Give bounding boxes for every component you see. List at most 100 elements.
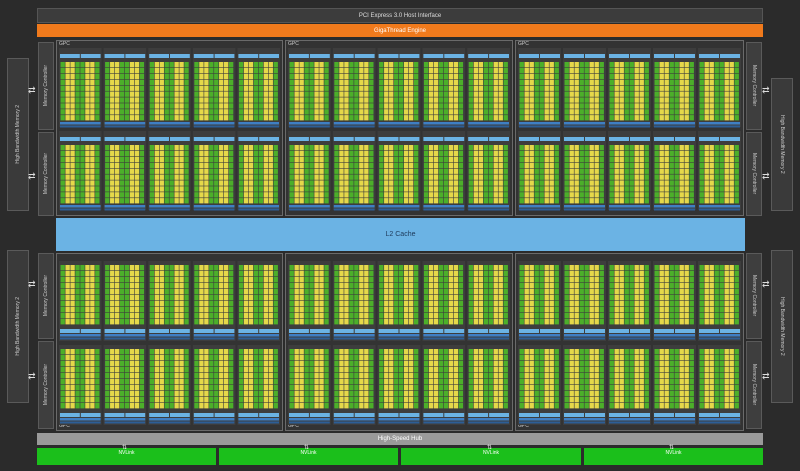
cuda-core bbox=[273, 62, 278, 68]
cuda-core bbox=[384, 403, 389, 409]
cuda-core bbox=[379, 373, 384, 379]
cuda-core bbox=[364, 319, 369, 325]
cuda-core bbox=[584, 391, 589, 397]
cuda-core bbox=[644, 145, 649, 151]
cuda-core bbox=[263, 301, 268, 307]
cuda-core bbox=[95, 271, 100, 277]
cuda-core bbox=[309, 349, 314, 355]
cuda-core bbox=[184, 79, 189, 85]
cuda-core bbox=[129, 97, 135, 103]
gpc-label-2: GPC bbox=[288, 41, 299, 47]
cuda-core bbox=[384, 283, 389, 289]
cuda-core bbox=[684, 79, 689, 85]
cuda-core bbox=[258, 156, 264, 163]
cuda-core bbox=[483, 283, 488, 289]
cuda-core bbox=[478, 301, 484, 307]
cuda-core bbox=[453, 397, 459, 403]
cuda-core bbox=[674, 97, 679, 103]
cuda-core bbox=[433, 397, 439, 403]
cuda-core bbox=[468, 97, 474, 103]
cuda-core bbox=[724, 79, 729, 85]
cuda-core bbox=[224, 355, 229, 361]
cuda-core bbox=[228, 73, 234, 80]
cuda-core bbox=[448, 192, 454, 198]
cuda-core bbox=[549, 271, 554, 277]
cuda-core bbox=[619, 67, 624, 74]
cuda-core bbox=[319, 289, 324, 295]
cuda-core bbox=[243, 174, 249, 180]
cuda-core bbox=[149, 109, 155, 115]
cuda-core bbox=[179, 115, 184, 121]
cuda-core bbox=[413, 379, 419, 385]
cuda-core bbox=[95, 85, 100, 91]
cuda-core bbox=[534, 145, 539, 151]
cuda-core bbox=[354, 168, 359, 174]
cuda-core bbox=[644, 198, 649, 204]
cuda-core bbox=[349, 103, 354, 109]
cuda-core bbox=[433, 367, 439, 373]
cuda-core bbox=[60, 283, 65, 289]
cuda-core bbox=[273, 349, 278, 355]
cuda-core bbox=[389, 295, 394, 301]
cuda-core bbox=[273, 397, 278, 403]
cuda-core bbox=[594, 186, 599, 192]
cuda-core bbox=[224, 145, 229, 151]
cuda-core bbox=[164, 192, 169, 198]
cuda-core bbox=[60, 115, 65, 121]
cuda-core bbox=[354, 156, 359, 163]
cuda-core bbox=[364, 361, 369, 367]
cuda-core bbox=[268, 150, 273, 157]
cuda-core bbox=[478, 186, 484, 192]
cuda-core bbox=[458, 271, 464, 277]
cuda-core bbox=[95, 67, 100, 74]
cuda-core bbox=[263, 174, 268, 180]
cuda-core bbox=[263, 289, 268, 295]
cuda-core bbox=[443, 283, 449, 289]
cuda-core bbox=[304, 85, 309, 91]
cuda-core bbox=[654, 162, 659, 168]
cuda-core bbox=[719, 265, 724, 271]
cuda-core bbox=[689, 277, 694, 283]
cuda-core bbox=[589, 174, 594, 180]
cuda-core bbox=[110, 283, 115, 289]
cuda-core bbox=[80, 186, 85, 192]
sm-memory-strip bbox=[333, 421, 375, 424]
cuda-core bbox=[544, 295, 549, 301]
sm-memory-strip bbox=[609, 205, 650, 208]
cuda-core bbox=[644, 313, 649, 319]
cuda-core bbox=[599, 103, 604, 109]
cuda-core bbox=[204, 115, 209, 121]
cuda-core bbox=[294, 156, 299, 163]
cuda-core bbox=[199, 367, 204, 373]
cuda-core bbox=[214, 319, 219, 325]
cuda-core bbox=[589, 198, 594, 204]
cuda-core bbox=[574, 319, 579, 325]
cuda-core bbox=[70, 385, 75, 391]
cuda-core bbox=[263, 283, 268, 289]
cuda-core bbox=[294, 367, 299, 373]
cuda-core bbox=[659, 150, 664, 157]
cuda-core bbox=[65, 150, 70, 157]
cuda-core bbox=[574, 174, 579, 180]
cuda-core bbox=[403, 192, 409, 198]
cuda-core bbox=[549, 391, 554, 397]
cuda-core bbox=[453, 373, 459, 379]
cuda-core bbox=[304, 367, 309, 373]
cuda-core bbox=[659, 319, 664, 325]
cuda-core bbox=[614, 349, 619, 355]
cuda-core bbox=[304, 97, 309, 103]
cuda-core bbox=[579, 385, 584, 391]
cuda-core bbox=[65, 397, 70, 403]
sm-memory-strip bbox=[60, 418, 101, 421]
cuda-core bbox=[164, 150, 169, 157]
cuda-core bbox=[354, 295, 359, 301]
cuda-core bbox=[679, 67, 684, 74]
cuda-core bbox=[734, 180, 739, 186]
instruction-cache bbox=[519, 329, 539, 333]
cuda-core bbox=[75, 373, 80, 379]
cuda-core bbox=[134, 379, 140, 385]
cuda-core bbox=[609, 277, 614, 283]
cuda-core bbox=[503, 319, 508, 325]
cuda-core bbox=[219, 295, 224, 301]
cuda-core bbox=[294, 283, 299, 289]
